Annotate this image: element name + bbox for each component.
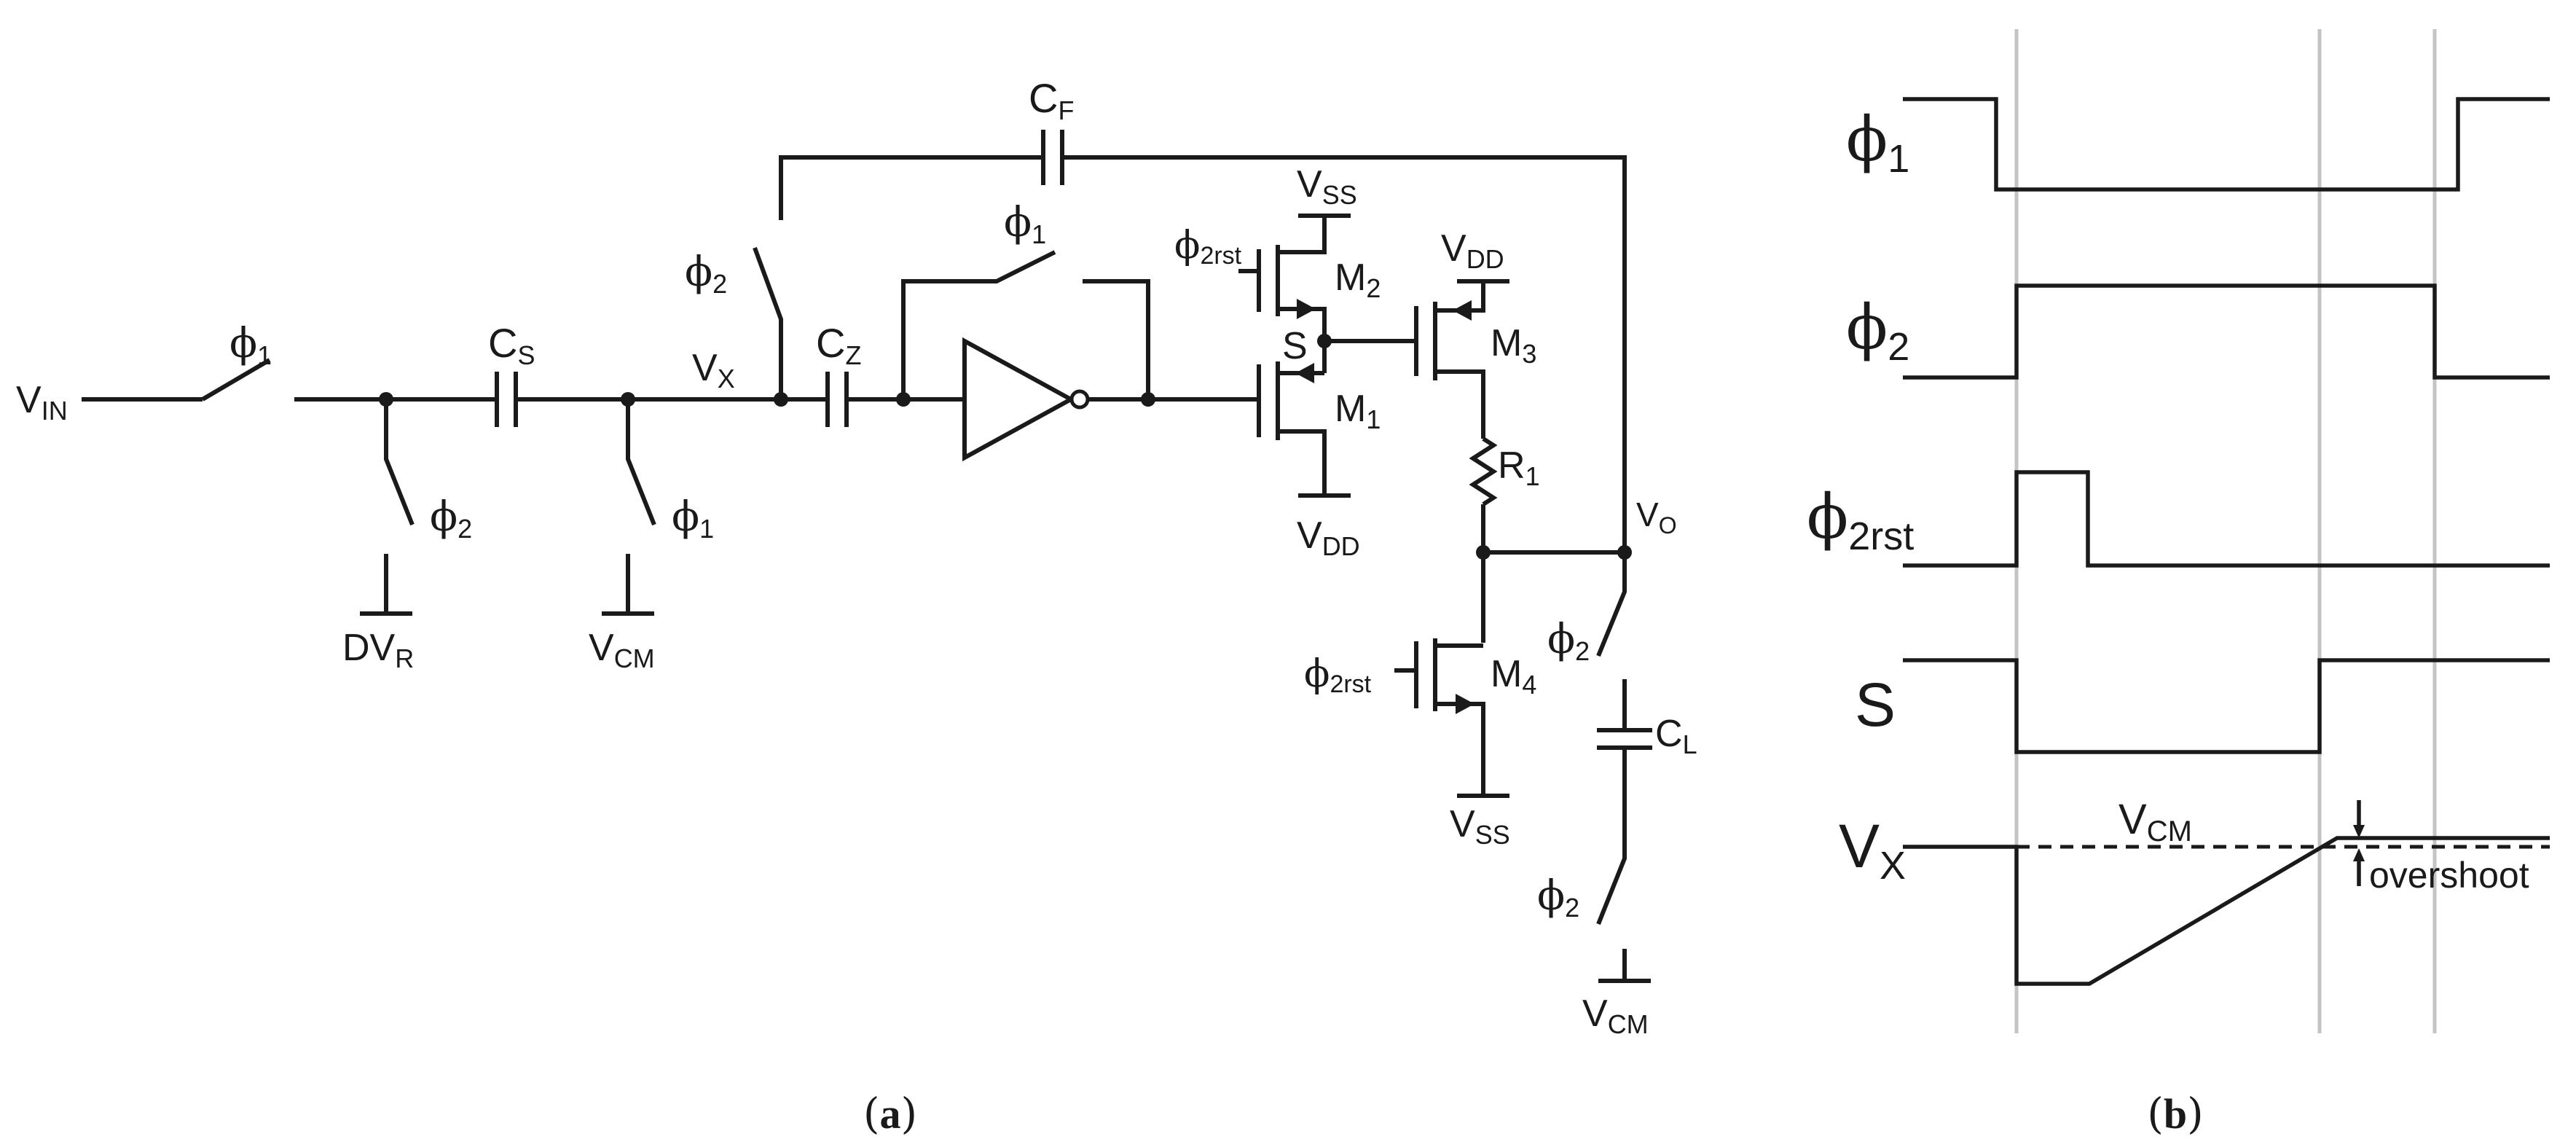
- phi2-dvr-switch-label: ϕ2: [430, 493, 472, 544]
- vcm-terminal: [602, 554, 654, 616]
- s-signal-label: S: [1855, 670, 1896, 739]
- vx-signal-label: VX: [1839, 812, 1906, 888]
- phi2rst-m2-label: ϕ2rst: [1174, 224, 1242, 270]
- vcm-branch-wire: [626, 399, 656, 526]
- phi2-load-switch: [1596, 552, 1627, 657]
- inverter-bubble: [1069, 389, 1090, 410]
- vcm-label-left: VCM: [589, 627, 655, 673]
- phi2-feedback-switch: [753, 246, 783, 399]
- m3-arrow: [1453, 300, 1472, 321]
- m2-arrow: [1297, 299, 1316, 319]
- phi1-input-switch-label: ϕ1: [229, 320, 272, 370]
- dvr-label: DVR: [342, 627, 414, 673]
- overshoot-arrow-top-head: [2353, 825, 2365, 838]
- overshoot-arrow-bottom-head: [2353, 848, 2365, 861]
- vin-label: VIN: [16, 379, 68, 426]
- phi1-autozero-switch: [901, 250, 1056, 399]
- phi2rst-signal-label: ϕ2rst: [1807, 481, 1914, 558]
- overshoot-label: overshoot: [2369, 855, 2529, 896]
- phi2-feedback-switch-label: ϕ2: [685, 248, 727, 299]
- inverter: [962, 337, 1076, 462]
- m2-gate: [1238, 249, 1261, 312]
- vss-label-m4: VSS: [1450, 803, 1510, 850]
- r1-label: R1: [1498, 445, 1540, 491]
- vcm-load-terminal: [1598, 949, 1651, 983]
- phi1-vcm-switch-label: ϕ1: [672, 493, 714, 544]
- schematic-panel: VIN ϕ1 ϕ2 DVR CS ϕ1 VCM VX ϕ2 CF CZ: [16, 75, 1697, 1138]
- m4-arrow: [1456, 694, 1474, 714]
- dvr-branch-wire: [384, 399, 415, 526]
- cz-label: CZ: [816, 320, 861, 370]
- m2-channel: [1276, 216, 1327, 373]
- phi2-vcm-switch-label: ϕ2: [1537, 872, 1579, 923]
- vdd-label-m1: VDD: [1297, 514, 1360, 561]
- cf-right-wire: [1062, 155, 1627, 552]
- autozero-return-wire: [1083, 279, 1150, 399]
- phi2-signal-label: ϕ2: [1846, 291, 1909, 369]
- r1-resistor: [1469, 437, 1498, 506]
- vss-label-m2: VSS: [1297, 163, 1357, 210]
- s-waveform: [1903, 658, 2550, 754]
- m1-label: M1: [1335, 388, 1381, 434]
- m1-arrow: [1295, 363, 1314, 383]
- m4-channel: [1433, 638, 1485, 796]
- phi2-load-switch-label: ϕ2: [1547, 616, 1590, 666]
- cs-capacitor: [495, 372, 518, 427]
- inverter-output-node: [1141, 392, 1155, 407]
- timing-panel: ϕ1 ϕ2 ϕ2rst S VX VCM overshoot (b): [1807, 29, 2550, 1138]
- vx-waveform: [1903, 836, 2550, 986]
- s-node-label: S: [1282, 325, 1308, 367]
- caption-b: (b): [2147, 1089, 2204, 1138]
- phi2-waveform: [1903, 283, 2550, 380]
- cl-label: CL: [1655, 713, 1697, 759]
- vo-label: VO: [1636, 496, 1677, 539]
- vx-node-label: VX: [692, 347, 735, 394]
- m1-channel: [1276, 361, 1327, 496]
- phi2rst-m4-label: ϕ2rst: [1304, 652, 1372, 698]
- cl-capacitor: [1597, 728, 1652, 750]
- cf-left-wire: [779, 155, 1043, 220]
- vcm-label-right: VCM: [1582, 993, 1649, 1039]
- output-wire: [1481, 504, 1625, 643]
- phi1-signal-label: ϕ1: [1846, 103, 1909, 181]
- phi2rst-waveform: [1903, 470, 2550, 568]
- cf-capacitor: [1041, 130, 1064, 185]
- phi2-vcm-switch: [1596, 748, 1627, 925]
- m4-gate: [1394, 641, 1418, 708]
- phi1-autozero-switch-label: ϕ1: [1004, 199, 1046, 249]
- m4-label: M4: [1491, 653, 1536, 700]
- phi1-waveform: [1903, 97, 2550, 192]
- vcm-reference-label: VCM: [2118, 796, 2192, 848]
- m3-label: M3: [1491, 322, 1536, 369]
- dvr-terminal: [360, 554, 412, 616]
- m2-label: M2: [1335, 257, 1381, 303]
- phi1-input-switch: [201, 358, 271, 402]
- cf-label: CF: [1029, 75, 1074, 125]
- caption-a: (a): [863, 1089, 917, 1138]
- cs-label: CS: [488, 320, 535, 370]
- m3-channel: [1433, 281, 1485, 439]
- cz-capacitor: [825, 372, 849, 427]
- vdd-label-m3: VDD: [1441, 227, 1504, 274]
- output-node-left: [1476, 545, 1491, 560]
